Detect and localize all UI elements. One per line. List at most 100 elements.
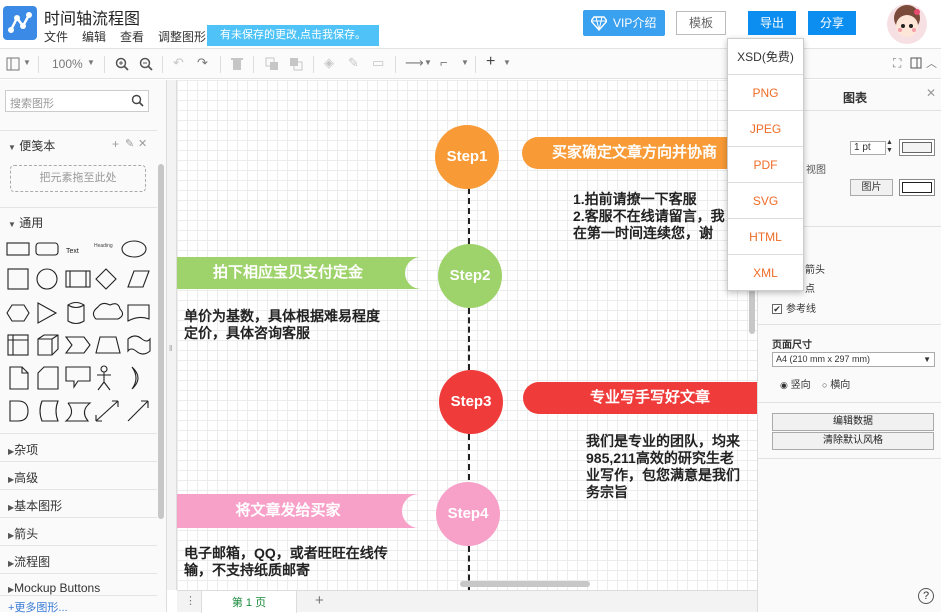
waypoint-chevron-icon[interactable]: ▼ <box>461 58 469 67</box>
page-size-select[interactable]: A4 (210 mm x 297 mm) ▼ <box>772 352 935 367</box>
delete-icon[interactable] <box>231 57 243 71</box>
to-front-icon[interactable] <box>265 57 279 71</box>
step1-description[interactable]: 1.拍前请撩一下客服 2.客服不在线请留言，我 在第一时间连续您，谢 <box>573 191 757 242</box>
export-html[interactable]: HTML <box>728 219 803 255</box>
edit-pencil-icon[interactable]: ✎ <box>125 138 135 150</box>
category-flowchart[interactable]: ▶流程图 <box>0 545 157 573</box>
fullscreen-icon[interactable]: ⛶ <box>893 56 902 70</box>
template-button[interactable]: 模板 <box>676 11 726 35</box>
radio-empty-icon[interactable]: ○ <box>822 380 828 390</box>
step3-description[interactable]: 我们是专业的团队，均来 985,211高效的研究生老 业写作，包您满意是我们 务… <box>586 433 757 501</box>
zoom-in-icon[interactable] <box>115 57 129 71</box>
zoom-level[interactable]: 100% <box>52 57 83 71</box>
step2-circle[interactable]: Step2 <box>438 244 502 308</box>
page-tab-1[interactable]: 第 1 页 <box>201 591 297 613</box>
export-jpeg[interactable]: JPEG <box>728 111 803 147</box>
export-pdf[interactable]: PDF <box>728 147 803 183</box>
panel-layout-icon[interactable] <box>6 57 20 71</box>
share-button[interactable]: 分享 <box>808 11 856 35</box>
menu-arrange[interactable]: 调整图形 <box>158 30 207 44</box>
close-icon[interactable]: ✕ <box>138 138 148 150</box>
export-png[interactable]: PNG <box>728 75 803 111</box>
diagram-canvas[interactable]: Step1 Step2 Step3 Step4 买家确定文章方向并协商 拍下相应… <box>177 80 757 590</box>
format-panel-icon[interactable] <box>910 57 922 69</box>
step2-description[interactable]: 单价为基数，具体根据难易程度 定价，具体咨询客服 <box>184 308 424 342</box>
line-width-input[interactable]: 1 pt <box>850 141 886 155</box>
category-label: 杂项 <box>14 443 39 457</box>
chevron-down-icon[interactable]: ▼ <box>23 58 31 67</box>
guides-checkbox[interactable]: ✔ <box>772 304 782 314</box>
user-avatar[interactable] <box>887 4 927 44</box>
image-button[interactable]: 图片 <box>850 179 893 196</box>
stepper-icon[interactable]: ▲▼ <box>886 139 893 154</box>
add-page-icon[interactable]: + <box>315 592 324 609</box>
canvas-horizontal-scrollbar[interactable] <box>460 581 590 587</box>
clear-default-style-button[interactable]: 清除默认风格 <box>772 432 934 450</box>
redo-icon[interactable]: ↷ <box>197 55 208 70</box>
landscape-option[interactable]: ○ 横向 <box>822 376 850 391</box>
drag-handle-icon[interactable]: ‖ <box>169 344 173 353</box>
edit-data-button[interactable]: 编辑数据 <box>772 413 934 431</box>
portrait-option[interactable]: ◉ 竖向 <box>780 376 811 391</box>
internal-storage-shape <box>7 334 29 356</box>
connection-chevron-icon[interactable]: ▼ <box>424 58 432 67</box>
vip-button[interactable]: VIP介绍 <box>583 10 665 36</box>
cube-shape <box>37 334 59 356</box>
line-color-icon[interactable]: ✎ <box>348 55 359 70</box>
step1-banner[interactable]: 买家确定文章方向并协商 <box>552 144 718 161</box>
insert-chevron-icon[interactable]: ▼ <box>503 58 511 67</box>
shape-search-input[interactable]: 搜索图形 <box>5 90 149 112</box>
more-shapes-link[interactable]: +更多图形... <box>0 595 157 614</box>
unsaved-changes-notice[interactable]: 有未保存的更改,点击我保存。 <box>207 25 379 46</box>
close-panel-icon[interactable]: ✕ <box>926 86 937 100</box>
to-back-icon[interactable] <box>289 57 303 71</box>
menu-edit[interactable]: 编辑 <box>82 30 107 44</box>
category-advanced[interactable]: ▶高级 <box>0 461 157 489</box>
document-title[interactable]: 时间轴流程图 <box>44 11 141 28</box>
category-arrows[interactable]: ▶箭头 <box>0 517 157 545</box>
menu-file[interactable]: 文件 <box>44 30 69 44</box>
connection-arrow-icon[interactable]: ⟶ <box>405 55 424 70</box>
fill-color-icon[interactable]: ◈ <box>324 55 334 70</box>
app-logo-icon[interactable] <box>3 6 37 40</box>
help-icon[interactable]: ? <box>918 588 934 604</box>
sidebar-scrollbar[interactable] <box>158 164 164 519</box>
landscape-label: 横向 <box>830 380 851 391</box>
search-icon[interactable] <box>131 94 144 107</box>
undo-icon[interactable]: ↶ <box>173 55 184 70</box>
step4-description[interactable]: 电子邮箱，QQ，或者旺旺在线传 输，不支持纸质邮寄 <box>184 545 424 579</box>
shadow-icon[interactable]: ▭ <box>372 55 385 70</box>
collapse-arrow-icon: ▶ <box>8 503 15 512</box>
page-menu-icon[interactable]: ⋮ <box>185 595 196 607</box>
export-svg[interactable]: SVG <box>728 183 803 219</box>
category-misc[interactable]: ▶杂项 <box>0 433 157 461</box>
step3-circle[interactable]: Step3 <box>439 370 503 434</box>
category-mockup-buttons[interactable]: ▶Mockup Buttons <box>0 573 157 595</box>
scratchpad-header[interactable]: ▼ 便笺本 + ✎ ✕ <box>0 130 157 156</box>
add-icon[interactable]: + <box>112 137 120 151</box>
radio-selected-icon[interactable]: ◉ <box>780 380 788 390</box>
insert-plus-icon[interactable]: + <box>486 53 496 70</box>
waypoint-icon[interactable]: ⌐ <box>440 55 448 70</box>
zoom-out-icon[interactable] <box>139 57 153 71</box>
zoom-chevron-icon[interactable]: ▼ <box>87 58 95 67</box>
diagram-tab[interactable]: 图表 <box>843 91 868 105</box>
export-xsd[interactable]: XSD(免费) <box>728 39 803 75</box>
step4-banner[interactable]: 将文章发给买家 <box>235 502 341 519</box>
general-section-header[interactable]: ▼ 通用 <box>0 207 157 233</box>
collapse-up-icon[interactable]: ︿ <box>926 58 937 70</box>
step4-circle[interactable]: Step4 <box>436 482 500 546</box>
scratchpad-dropzone[interactable]: 把元素拖至此处 <box>10 165 146 192</box>
export-button[interactable]: 导出 <box>748 11 796 35</box>
export-xml[interactable]: XML <box>753 266 778 280</box>
step2-banner[interactable]: 拍下相应宝贝支付定金 <box>212 264 363 281</box>
step1-circle[interactable]: Step1 <box>435 125 499 189</box>
sidebar-resize-handle[interactable]: ‖ <box>167 80 177 590</box>
category-label: Mockup Buttons <box>14 581 101 595</box>
line-color-swatch[interactable] <box>899 139 935 156</box>
category-basic-shapes[interactable]: ▶基本图形 <box>0 489 157 517</box>
guides-option[interactable]: ✔参考线 <box>772 300 816 315</box>
menu-view[interactable]: 查看 <box>120 30 145 44</box>
step3-banner[interactable]: 专业写手写好文章 <box>589 389 710 406</box>
background-color-swatch[interactable] <box>899 179 935 196</box>
